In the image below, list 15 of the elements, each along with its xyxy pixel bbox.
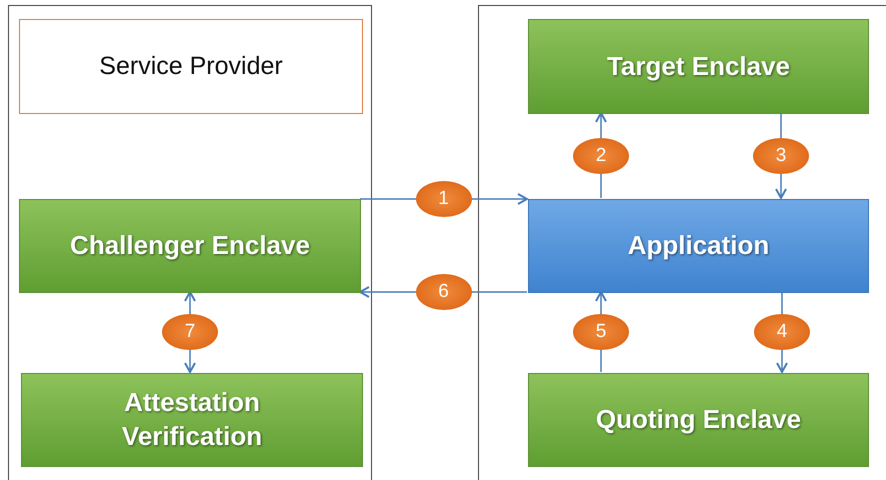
step-number: 3 xyxy=(753,138,809,174)
step-number: 7 xyxy=(162,314,218,350)
step-number: 4 xyxy=(754,314,810,350)
process-box: Application xyxy=(528,199,869,293)
process-box: Challenger Enclave xyxy=(19,199,361,293)
process-box: Quoting Enclave xyxy=(528,373,869,467)
panel-frame xyxy=(478,5,886,480)
step-number: 5 xyxy=(573,314,629,350)
step-number: 1 xyxy=(416,181,472,217)
process-box: Target Enclave xyxy=(528,19,869,114)
step-number: 2 xyxy=(573,138,629,174)
step-number: 6 xyxy=(416,274,472,310)
entity-box: Service Provider xyxy=(19,19,363,114)
panel-frame xyxy=(8,5,372,480)
process-box: Attestation Verification xyxy=(21,373,363,467)
